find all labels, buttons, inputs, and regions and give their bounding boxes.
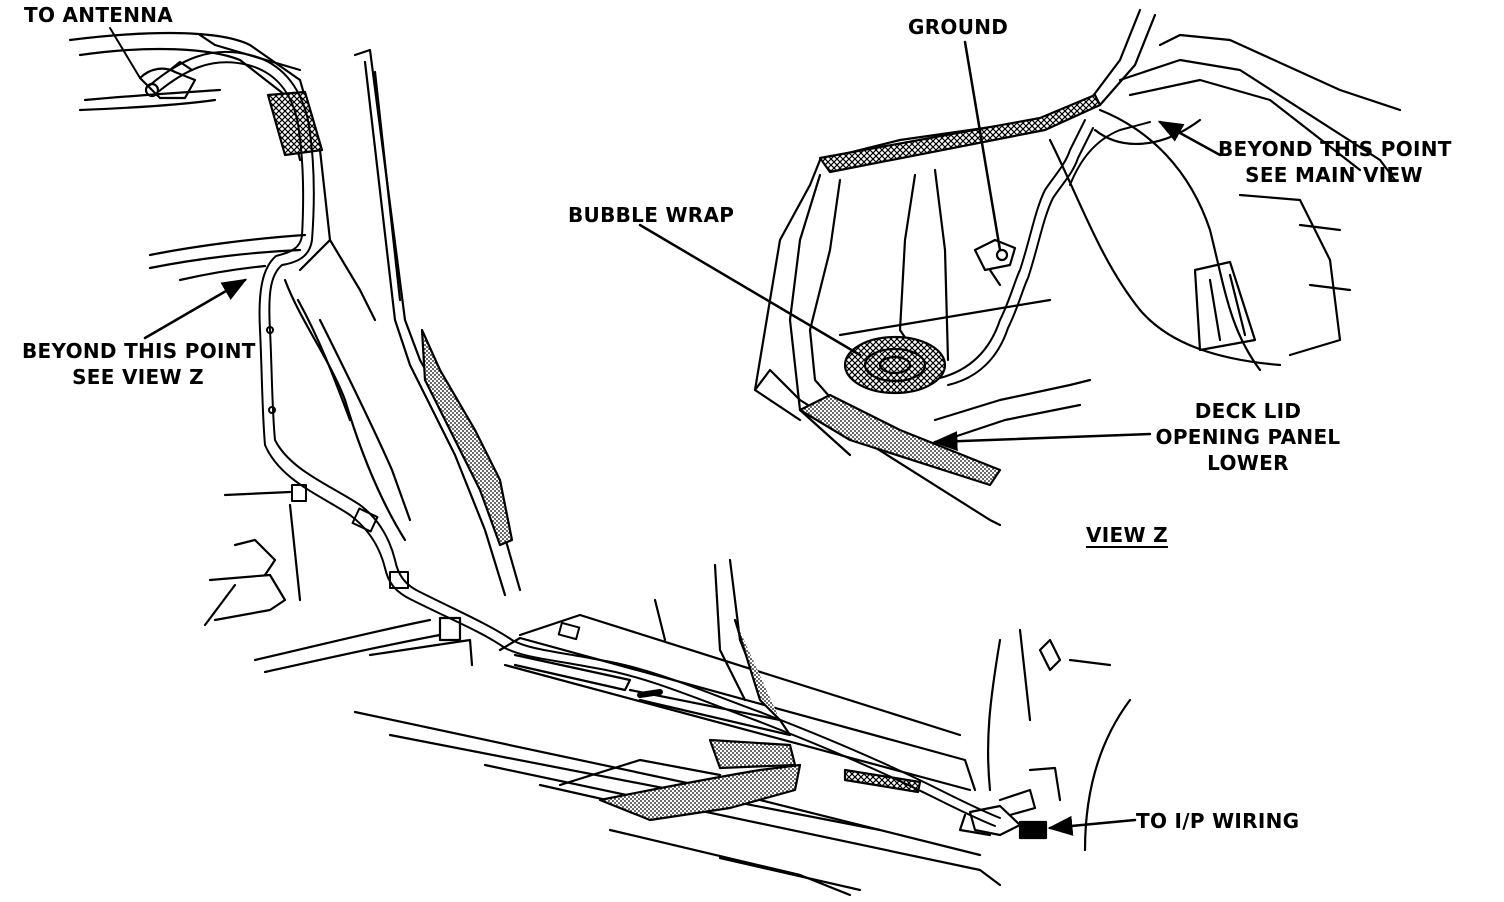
deck-lid-label: DECK LID OPENING PANEL LOWER <box>1150 398 1346 476</box>
to-antenna-label: TO ANTENNA <box>24 3 174 27</box>
beyond-view-z-label: BEYOND THIS POINT SEE VIEW Z <box>22 338 256 390</box>
to-ip-wiring-label: TO I/P WIRING <box>1136 809 1300 833</box>
ip-connector <box>958 788 1048 840</box>
beyond-view-z-line1: BEYOND THIS POINT <box>22 339 256 363</box>
view-z-title: VIEW Z <box>1086 523 1168 547</box>
floor-pad <box>708 738 797 770</box>
door-sill <box>498 613 977 794</box>
a-pillar <box>653 558 1132 852</box>
opening-panel-lower <box>798 393 1002 487</box>
pillar-trim <box>420 328 514 547</box>
beyond-main-line1: BEYOND THIS POINT <box>1218 137 1452 161</box>
ip-wiring-leader <box>1047 815 1137 836</box>
view-z-leader <box>143 278 248 340</box>
ground-leader <box>963 40 1002 252</box>
ground-label: GROUND <box>908 15 1009 39</box>
beyond-main-view-label: BEYOND THIS POINT SEE MAIN VIEW <box>1218 136 1452 188</box>
bubble-wrap-bundle <box>843 335 947 395</box>
floor-channel <box>598 763 802 822</box>
deck-lid-line2: OPENING PANEL <box>1155 425 1341 449</box>
ground-connector <box>973 238 1017 287</box>
roof-structure <box>68 31 332 282</box>
rear-seat-area <box>203 490 474 674</box>
deck-lid-leader <box>932 431 1152 452</box>
deck-lid-seal <box>818 93 1102 174</box>
beyond-view-z-line2: SEE VIEW Z <box>72 365 204 389</box>
pillar-structure <box>283 48 522 597</box>
antenna-leader <box>109 27 141 79</box>
view-z-harness <box>939 119 1151 386</box>
beyond-main-line2: SEE MAIN VIEW <box>1245 163 1423 187</box>
main-view-leader <box>1157 120 1222 157</box>
deck-lid-line3: LOWER <box>1207 451 1289 475</box>
bubble-wrap-label: BUBBLE WRAP <box>568 203 735 227</box>
deck-lid-line1: DECK LID <box>1194 399 1302 423</box>
roof-pad <box>266 90 324 157</box>
wiring-harness <box>149 50 1001 827</box>
bubble-wrap-leader <box>638 223 862 357</box>
